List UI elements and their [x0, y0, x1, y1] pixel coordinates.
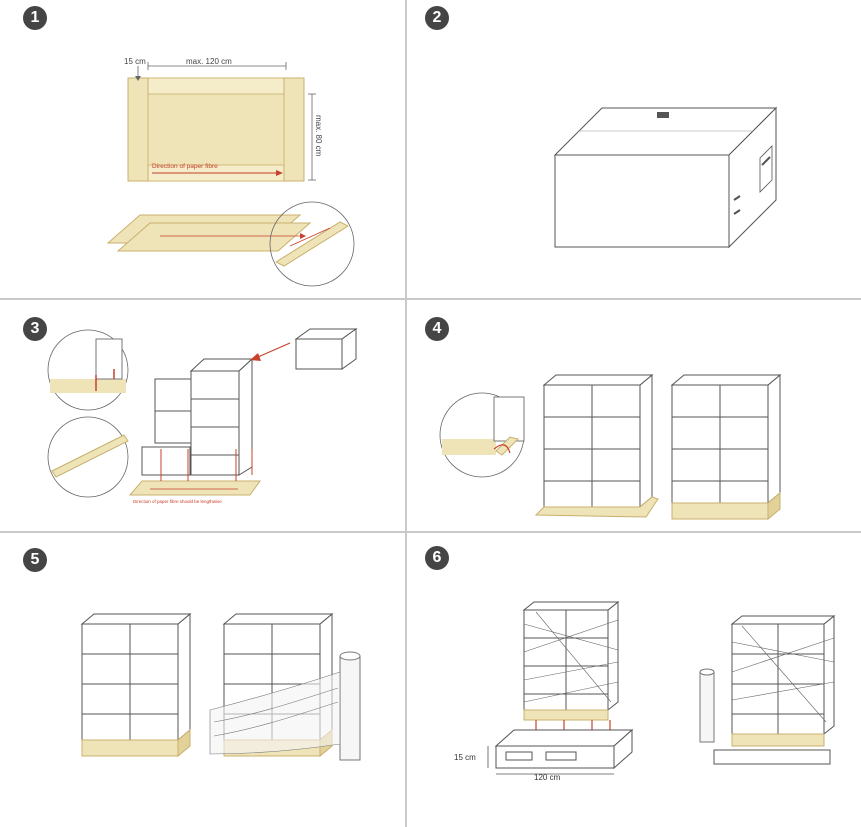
- height-dimension-label: max. 80 cm: [314, 115, 323, 157]
- step-number: 6: [425, 546, 449, 570]
- step-6-diagram: 15 cm 120 cm: [454, 600, 836, 782]
- horizontal-divider-2: [0, 531, 861, 533]
- step-number: 5: [23, 548, 47, 572]
- vertical-divider: [405, 0, 407, 827]
- pallet-width-label: 120 cm: [534, 773, 561, 782]
- step-2-panel: 2: [406, 0, 861, 299]
- pallet-height-label: 15 cm: [454, 753, 476, 762]
- step-number: 2: [425, 6, 449, 30]
- step-2-diagram: [553, 106, 778, 249]
- step-number: 4: [425, 317, 449, 341]
- fibre-direction-label: Direction of paper fibre: [152, 163, 218, 170]
- horizontal-divider-1: [0, 298, 861, 300]
- step-3-panel: 3 Direction of paper fibre should be len…: [0, 299, 406, 532]
- step-number: 1: [23, 6, 47, 30]
- fibre-direction-note: Direction of paper fibre should be lengt…: [133, 499, 222, 504]
- step-6-panel: 6 15 cm 120 cm: [406, 532, 861, 827]
- step-4-diagram: [439, 373, 782, 521]
- step-4-panel: 4: [406, 299, 861, 532]
- width-dimension-label: max. 120 cm: [186, 57, 232, 66]
- step-5-diagram: [80, 612, 361, 761]
- step-1-panel: 1 15 cm max. 120 cm max. 80 cm Direction…: [0, 0, 406, 299]
- step-1-diagram: 15 cm max. 120 cm max. 80 cm Direction o…: [106, 57, 355, 287]
- step-number: 3: [23, 317, 47, 341]
- step-5-panel: 5: [0, 532, 406, 827]
- step-3-diagram: Direction of paper fibre should be lengt…: [47, 328, 358, 504]
- flap-dimension-label: 15 cm: [124, 57, 146, 66]
